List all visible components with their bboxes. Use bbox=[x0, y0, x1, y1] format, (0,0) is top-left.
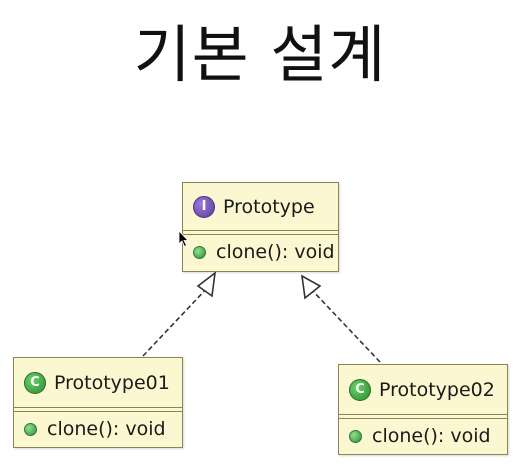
interface-prototype[interactable]: I Prototype clone(): void bbox=[182, 182, 339, 272]
public-method-icon bbox=[193, 245, 206, 259]
interface-prototype-header: I Prototype bbox=[183, 183, 338, 231]
class-prototype01-header: C Prototype01 bbox=[14, 358, 182, 408]
class-prototype01-name: Prototype01 bbox=[54, 371, 170, 394]
class-prototype02-operations: clone(): void bbox=[339, 419, 507, 453]
slide-title: 기본 설계 bbox=[133, 18, 387, 91]
interface-prototype-attributes bbox=[183, 231, 338, 235]
interface-icon: I bbox=[193, 195, 215, 218]
class-prototype01-method: clone(): void bbox=[47, 418, 166, 440]
interface-prototype-operations: clone(): void bbox=[183, 235, 338, 269]
realization-arrowhead-prototype02 bbox=[300, 274, 322, 300]
public-method-icon bbox=[349, 429, 362, 443]
class-prototype02-attributes bbox=[339, 415, 507, 419]
class-prototype01-attributes bbox=[14, 408, 182, 412]
mouse-cursor-icon bbox=[179, 231, 189, 247]
realization-edge-prototype01 bbox=[142, 284, 211, 357]
realization-edge-prototype02 bbox=[309, 287, 381, 363]
interface-prototype-method: clone(): void bbox=[216, 241, 335, 263]
realization-arrowhead-prototype01 bbox=[196, 271, 217, 298]
class-prototype01-operations: clone(): void bbox=[14, 412, 182, 446]
class-prototype02-header: C Prototype02 bbox=[339, 365, 507, 415]
class-icon: C bbox=[349, 378, 371, 401]
class-prototype01[interactable]: C Prototype01 clone(): void bbox=[13, 357, 183, 448]
class-prototype02-name: Prototype02 bbox=[379, 378, 495, 401]
class-prototype02-method: clone(): void bbox=[372, 425, 491, 447]
class-prototype02[interactable]: C Prototype02 clone(): void bbox=[338, 364, 508, 455]
class-icon: C bbox=[24, 371, 46, 394]
public-method-icon bbox=[24, 422, 37, 436]
interface-prototype-name: Prototype bbox=[223, 195, 315, 218]
